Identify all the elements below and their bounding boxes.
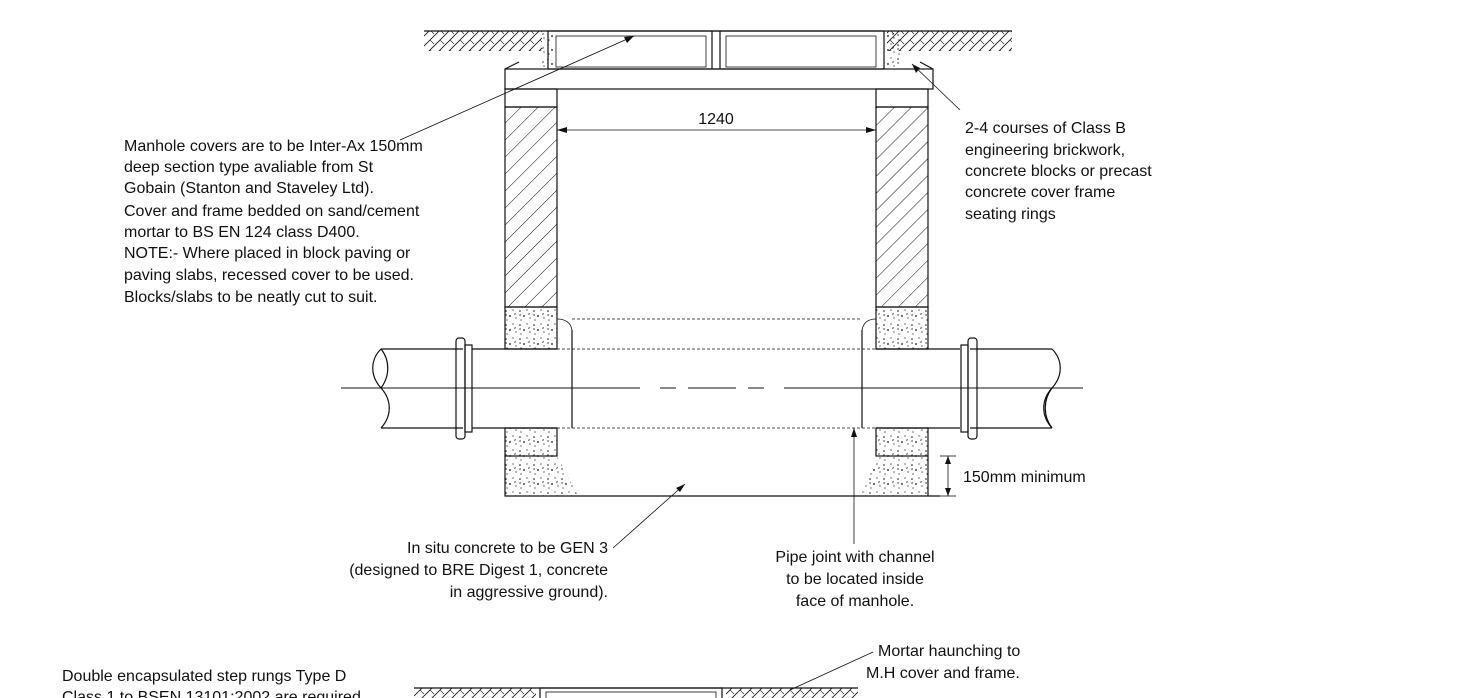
leader-cover (399, 35, 635, 141)
concrete-surround-upper-left (504, 306, 558, 350)
concrete-surround-lower-left (504, 427, 558, 457)
channel-benching (556, 318, 877, 429)
note-brickwork-line: concrete cover frame (965, 184, 1115, 201)
note-pipe-joint-line: to be located inside (786, 571, 924, 588)
note-concrete-line: In situ concrete to be GEN 3 (407, 540, 608, 557)
note-brickwork-line: 2-4 courses of Class B (965, 120, 1126, 137)
note-cover-line: paving slabs, recessed cover to be used. (124, 267, 414, 284)
note-haunching-line: Mortar haunching to (878, 643, 1020, 660)
note-concrete-line: in aggressive ground). (450, 584, 608, 601)
note-cover-line: Gobain (Stanton and Staveley Ltd). (124, 180, 374, 197)
note-brickwork-line: concrete blocks or precast (965, 163, 1152, 180)
note-pipe-joint: Pipe joint with channel to be located in… (775, 549, 934, 610)
note-concrete: In situ concrete to be GEN 3 (designed t… (349, 540, 608, 601)
note-cover: Manhole covers are to be Inter-Ax 150mm … (124, 138, 423, 306)
note-brickwork: 2-4 courses of Class B engineering brick… (965, 120, 1152, 223)
width-dimension-label: 1240 (698, 111, 734, 128)
manhole-wall-left (504, 106, 558, 308)
base-dimension-label: 150mm minimum (963, 469, 1086, 486)
pipe-run (372, 330, 1061, 429)
leader-haunching (789, 651, 874, 691)
manhole-cover (547, 30, 885, 70)
second-section-top (414, 687, 858, 698)
note-step-rungs: Double encapsulated step rungs Type D Cl… (62, 668, 361, 698)
leader-concrete (612, 483, 686, 549)
leader-brickwork (911, 63, 961, 111)
note-haunching-line: M.H cover and frame. (866, 665, 1020, 682)
note-cover-line: Cover and frame bedded on sand/cement (124, 203, 420, 220)
width-dimension (557, 127, 876, 133)
ground-soil-left (424, 31, 542, 51)
note-cover-line: Blocks/slabs to be neatly cut to suit. (124, 289, 377, 306)
base-dimension (940, 455, 956, 497)
note-step-rungs-line: Double encapsulated step rungs Type D (62, 668, 346, 685)
note-pipe-joint-line: Pipe joint with channel (775, 549, 934, 566)
concrete-surround-lower-right (875, 427, 929, 457)
note-step-rungs-line: Class 1 to BSEN 13101:2002 are required (62, 689, 361, 698)
manhole-wall-right (875, 106, 929, 308)
note-cover-line: mortar to BS EN 124 class D400. (124, 224, 360, 241)
leader-pipe-joint (851, 428, 857, 544)
note-pipe-joint-line: face of manhole. (796, 593, 914, 610)
concrete-base (504, 456, 940, 497)
ground-soil-right (887, 31, 1012, 51)
cover-frame (504, 61, 934, 108)
note-cover-line: NOTE:- Where placed in block paving or (124, 245, 411, 262)
note-cover-line: Manhole covers are to be Inter-Ax 150mm (124, 138, 423, 155)
note-brickwork-line: engineering brickwork, (965, 142, 1125, 159)
note-concrete-line: (designed to BRE Digest 1, concrete (349, 562, 608, 579)
note-cover-line: deep section type avaliable from St (124, 159, 374, 176)
note-brickwork-line: seating rings (965, 206, 1056, 223)
note-haunching: Mortar haunching to M.H cover and frame. (866, 643, 1020, 682)
concrete-surround-upper-right (875, 306, 929, 350)
cover-frame-mortar-right (887, 31, 901, 67)
